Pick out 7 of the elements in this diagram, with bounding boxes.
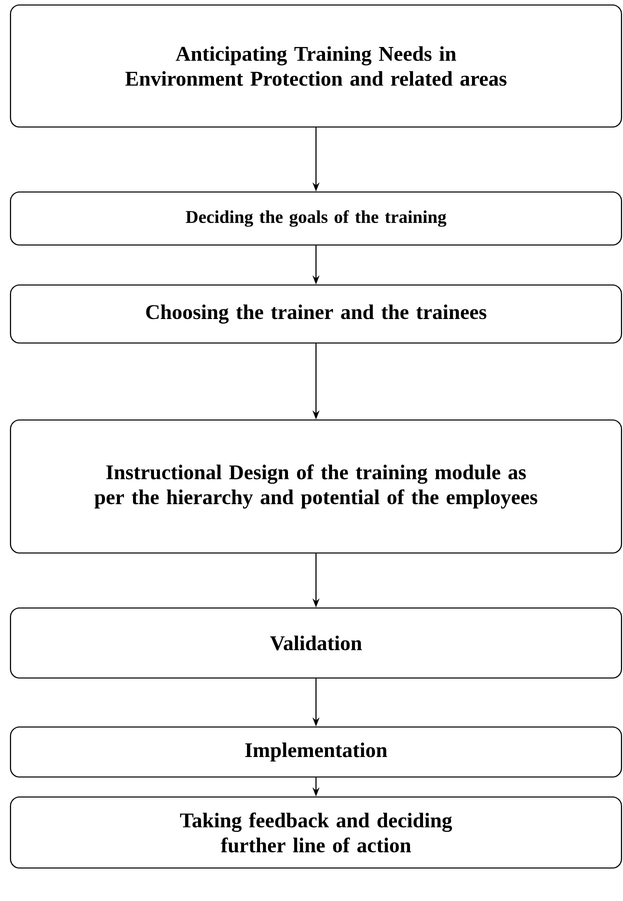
process-box: Choosing the trainer and the trainees	[10, 284, 622, 344]
process-box: Implementation	[10, 726, 622, 778]
process-box: Instructional Design of the training module as per the hierarchy and potential of the employees	[10, 419, 622, 554]
process-box: Anticipating Training Needs in Environment Protection and related areas	[10, 4, 622, 128]
process-box: Deciding the goals of the training	[10, 191, 622, 246]
process-box: Validation	[10, 607, 622, 679]
process-box: Taking feedback and deciding further line of action	[10, 796, 622, 869]
